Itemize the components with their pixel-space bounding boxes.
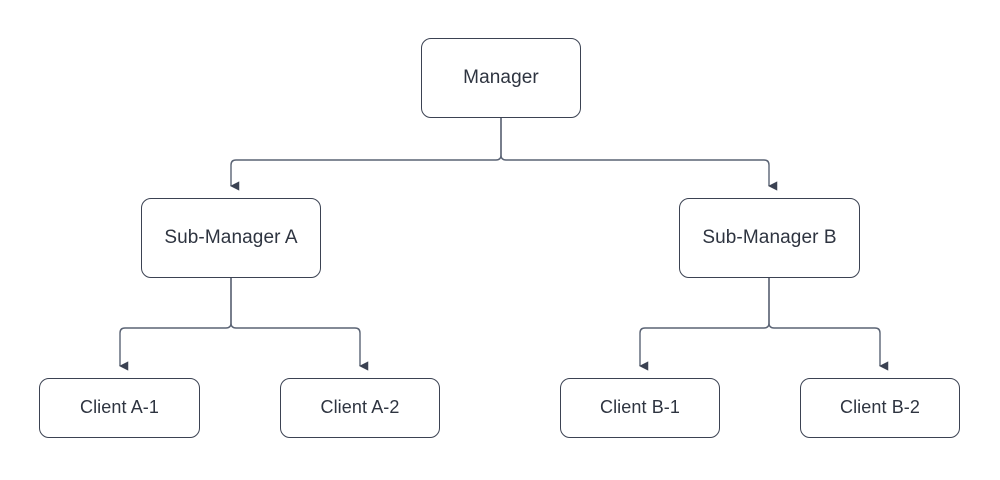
node-client-a-2[interactable]: Client A-2 [280,378,440,438]
edge-manager-sub-a [230,118,502,191]
node-sub-manager-b[interactable]: Sub-Manager B [679,198,860,278]
node-manager-label: Manager [463,66,539,88]
node-sub-manager-a[interactable]: Sub-Manager A [141,198,321,278]
node-client-a-1-label: Client A-1 [79,397,160,418]
edge-manager-sub-b [500,118,778,191]
node-client-b-2[interactable]: Client B-2 [800,378,960,438]
edge-sub-b-client-b2 [768,278,889,371]
node-client-a-1[interactable]: Client A-1 [39,378,200,438]
node-manager[interactable]: Manager [421,38,581,118]
node-client-a-2-label: Client A-2 [320,397,400,418]
node-client-b-1[interactable]: Client B-1 [560,378,720,438]
edge-sub-b-client-b1 [639,278,770,371]
node-client-b-2-label: Client B-2 [839,397,921,418]
node-sub-manager-b-label: Sub-Manager B [702,226,837,248]
node-client-b-1-label: Client B-1 [599,397,681,418]
edge-sub-a-client-a2 [230,278,369,371]
edge-sub-a-client-a1 [119,278,232,371]
node-sub-manager-a-label: Sub-Manager A [164,226,298,248]
